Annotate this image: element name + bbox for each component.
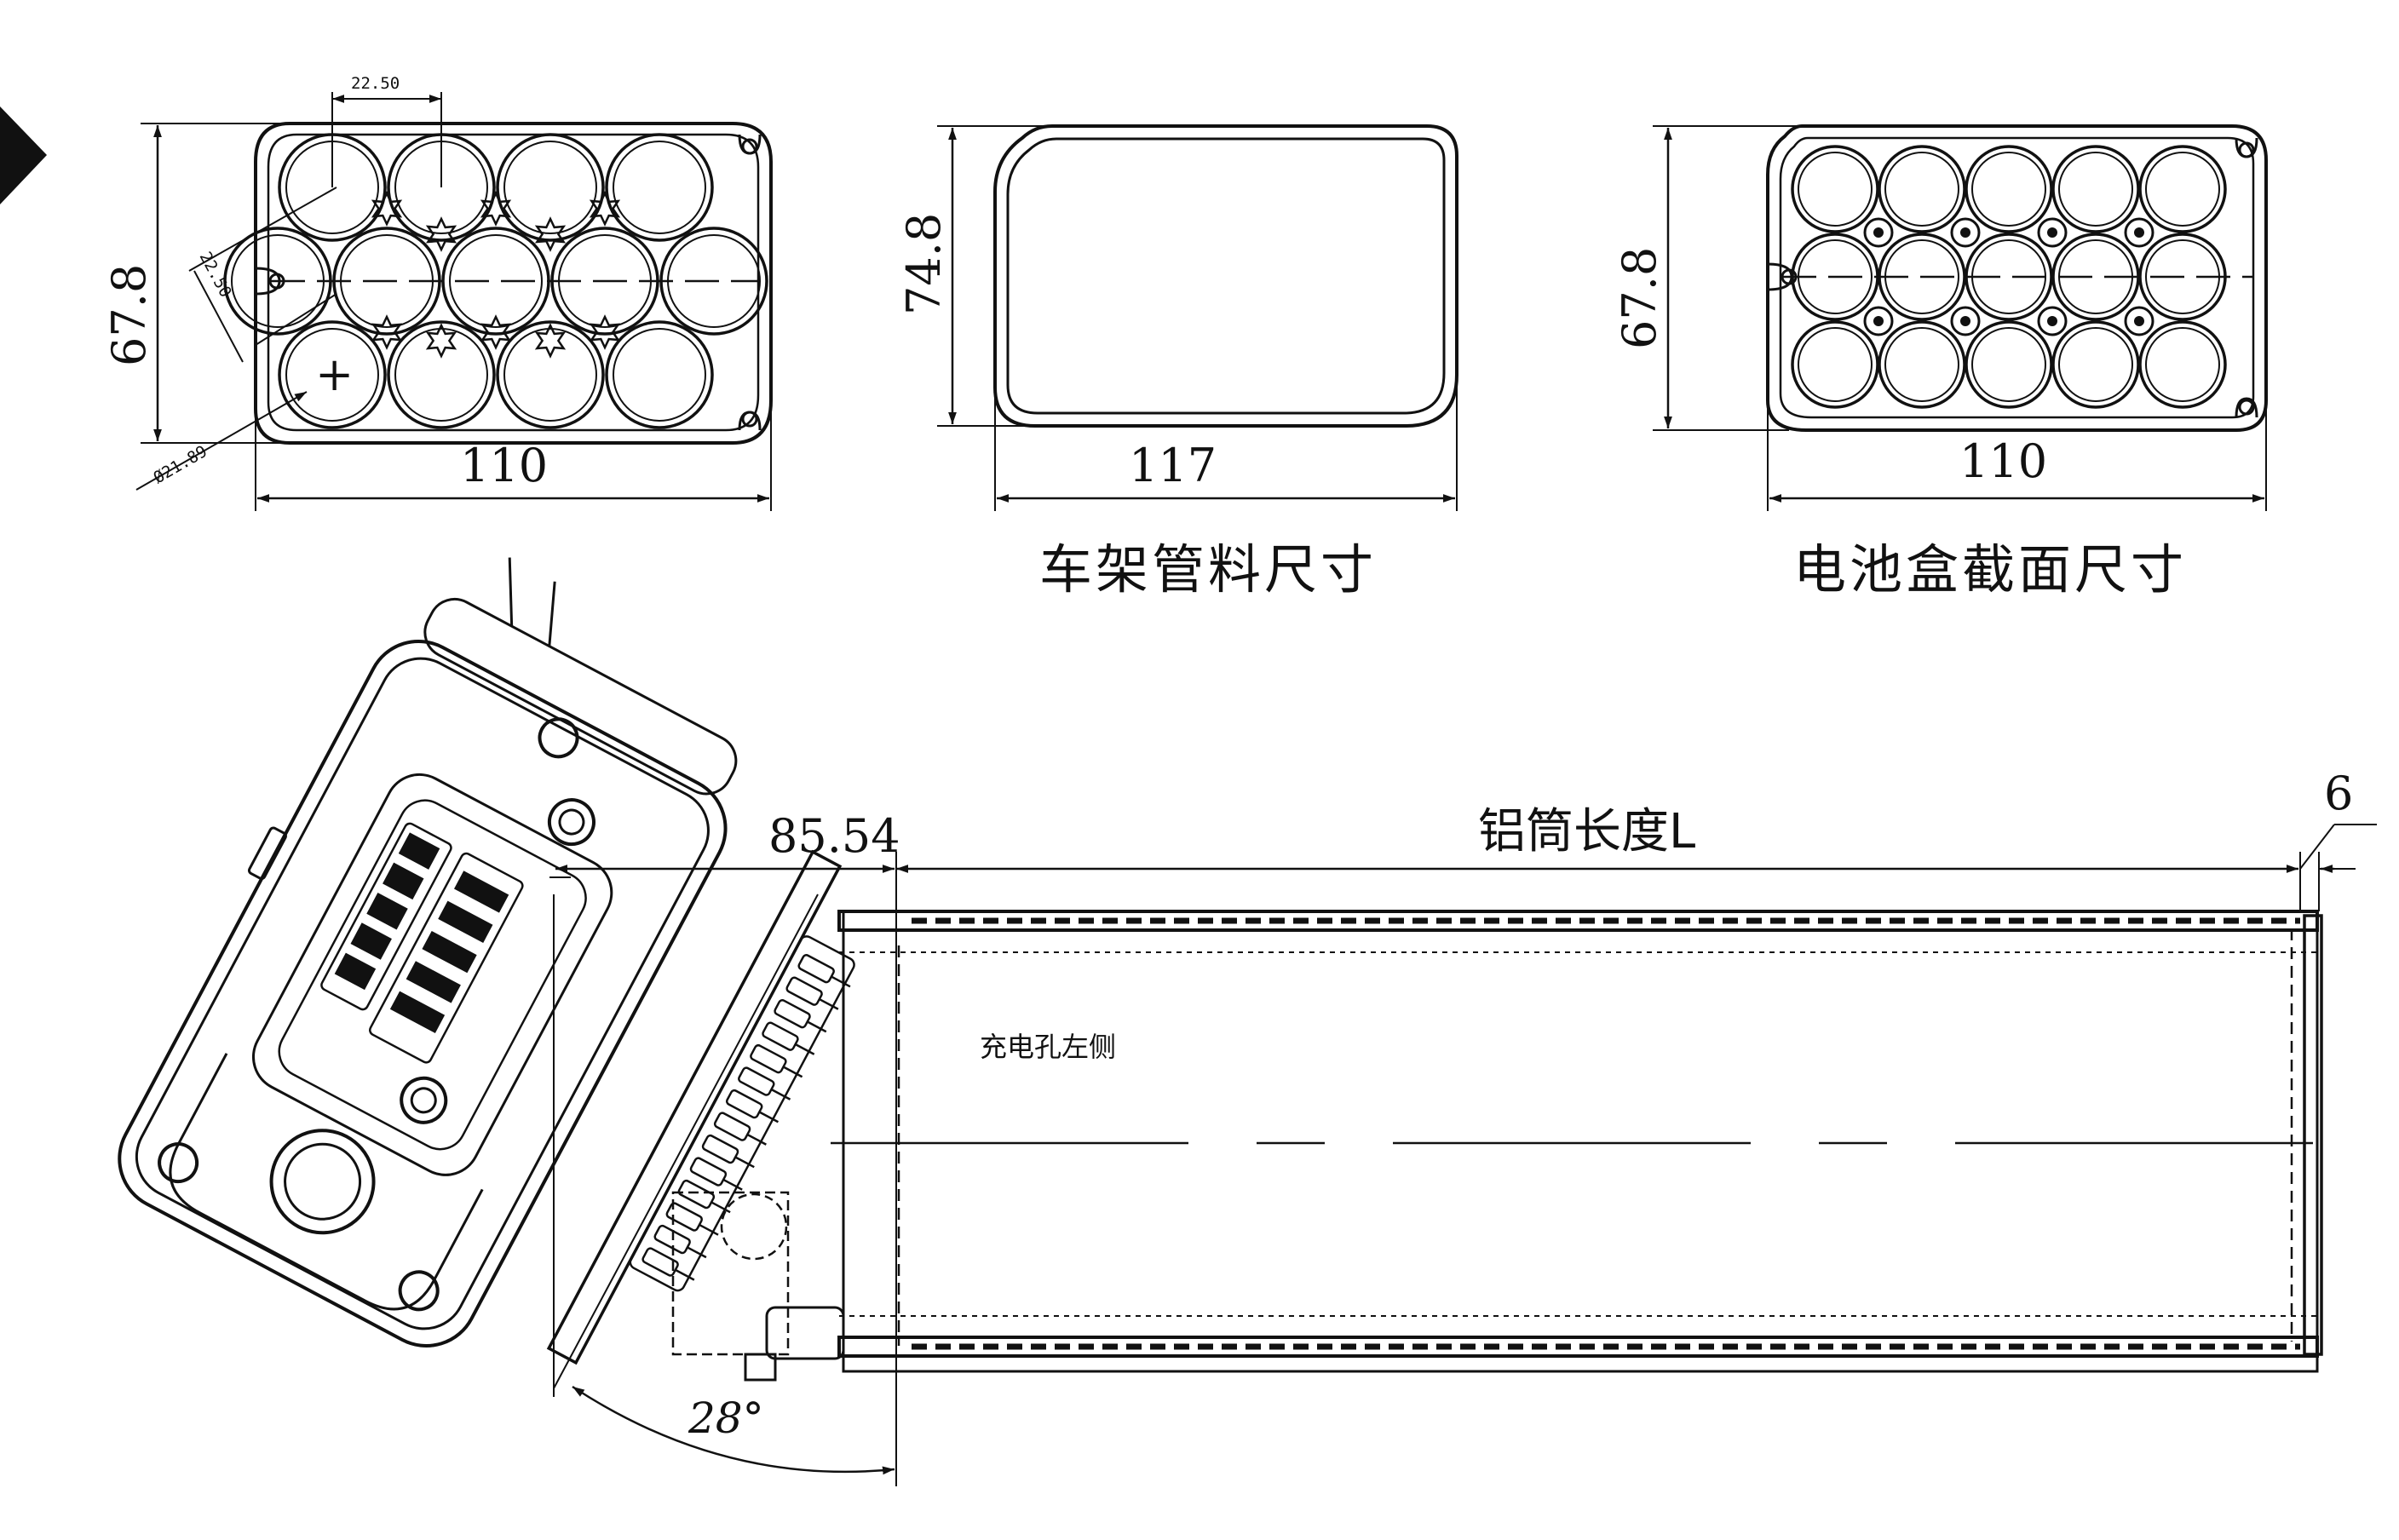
box-width-label: 110 — [1959, 434, 2047, 488]
battery-cell — [605, 320, 714, 429]
battery-box-view: 67.8 110 电池盒截面尺寸 — [1613, 124, 2268, 600]
end-cap-label: 6 — [2324, 767, 2353, 820]
battery-cell — [1791, 145, 1879, 233]
cell-pitch-label: 22.50 — [351, 74, 400, 93]
cell-grid — [1782, 145, 2253, 409]
battery-cell — [2138, 320, 2227, 409]
key-switch-icon — [269, 1129, 376, 1235]
battery-cell — [2051, 145, 2140, 233]
tube-end-cap — [2303, 914, 2323, 1356]
holder-width-label: 110 — [460, 439, 548, 492]
battery-cell — [1878, 145, 1966, 233]
battery-cell — [605, 133, 714, 242]
battery-cell — [278, 320, 387, 429]
battery-cell — [1965, 145, 2053, 233]
battery-cell — [496, 320, 605, 429]
diagonal-pitch-label: 22.50 — [196, 249, 235, 301]
frame-tube-view: 74.8 117 车架管料尺寸 — [897, 124, 1458, 600]
battery-cell — [1791, 320, 1879, 409]
tube-outline-inner — [1006, 137, 1446, 415]
cell-holder-view: 22.50 22.50 Ø21.89 + 67.8 110 — [102, 74, 773, 511]
battery-cell — [1878, 320, 1966, 409]
mount-hole-icon — [158, 1142, 199, 1184]
angle-label: 28° — [687, 1393, 764, 1443]
battery-cell — [496, 133, 605, 242]
battery-cell — [387, 320, 496, 429]
end-plate — [546, 849, 855, 1365]
corner-marker-icon — [0, 106, 47, 204]
battery-cell — [1965, 320, 2053, 409]
tube-outline-outer — [993, 124, 1458, 428]
aluminum-tube-body — [842, 910, 2319, 1373]
battery-cell — [2138, 145, 2227, 233]
holder-outline — [254, 122, 773, 445]
cell-grid — [223, 133, 768, 429]
controller-cap — [118, 557, 738, 1348]
tube-length-label: 铝筒长度L — [1478, 804, 1695, 859]
mount-notch-icon — [255, 134, 762, 431]
tube-width-label: 117 — [1129, 439, 1217, 492]
frame-tube-caption: 车架管料尺寸 — [1039, 538, 1377, 600]
polarity-plus-mark: + — [315, 348, 354, 401]
cell-diameter-label: Ø21.89 — [151, 442, 210, 487]
charge-port-icon — [720, 1192, 788, 1261]
side-view: 85.54 铝筒长度L 6 充电孔左侧 28° — [118, 557, 2377, 1486]
tube-height-label: 74.8 — [897, 213, 951, 315]
offset-label: 85.54 — [768, 809, 900, 863]
holder-height-label: 67.8 — [102, 264, 156, 366]
battery-box-caption: 电池盒截面尺寸 — [1793, 538, 2187, 600]
charge-port-note: 充电孔左侧 — [980, 1031, 1116, 1063]
box-height-label: 67.8 — [1613, 247, 1666, 349]
box-outline — [1766, 124, 2268, 432]
battery-cell — [2051, 320, 2140, 409]
angle-arc — [572, 1385, 895, 1475]
